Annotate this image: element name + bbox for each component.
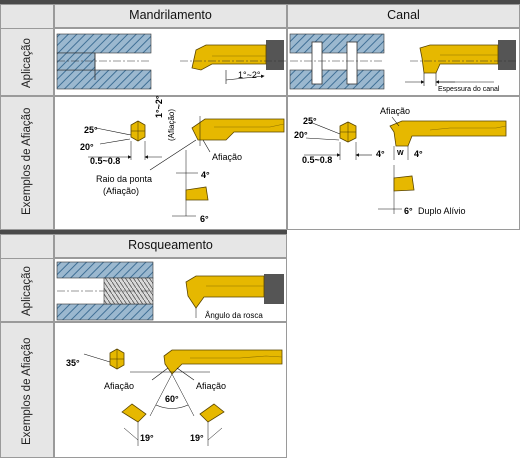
groove-title: Canal bbox=[387, 8, 420, 22]
groove-tool bbox=[419, 44, 499, 74]
thread-tool-holder bbox=[264, 274, 284, 304]
boring-a6: 6° bbox=[200, 214, 209, 224]
column-header-groove: Canal bbox=[287, 4, 520, 28]
groove-tool-holder bbox=[498, 40, 516, 70]
cell-groove-examples bbox=[287, 96, 520, 230]
groove-afiacao: Afiação bbox=[380, 106, 410, 116]
boring-examples-drawing: 25° 20° 0.5~0.8 1°~2° (Afiação) Afiação … bbox=[80, 95, 285, 224]
boring-afiacao: Afiação bbox=[212, 152, 242, 162]
groove-a20: 20° bbox=[294, 130, 308, 140]
groove-workpiece-lower bbox=[289, 69, 385, 90]
groove-relief: Duplo Alívio bbox=[418, 206, 466, 216]
boring-nose-radius: Raio da ponta bbox=[96, 174, 152, 184]
thread-side-view-left bbox=[121, 403, 147, 423]
thread-a35: 35° bbox=[66, 358, 80, 368]
groove-a4-right: 4° bbox=[414, 149, 423, 159]
groove-range: 0.5~0.8 bbox=[302, 155, 332, 165]
row-label-application-2: Aplicação bbox=[0, 258, 54, 322]
groove-side-view bbox=[393, 175, 415, 192]
thread-examples-drawing: 35° Afiação Afiação 60° 19° 19° bbox=[66, 348, 283, 446]
thread-a19-left: 19° bbox=[140, 433, 154, 443]
groove-w: W bbox=[397, 150, 404, 157]
groove-slot-1 bbox=[311, 41, 323, 85]
thread-workpiece-upper bbox=[56, 261, 154, 279]
thread-side-view-right bbox=[199, 403, 225, 423]
tool-holder bbox=[266, 40, 284, 70]
groove-tool-sharpened bbox=[389, 120, 507, 147]
thread-a60: 60° bbox=[165, 394, 179, 404]
boring-side-view bbox=[185, 186, 209, 201]
cell-boring-examples bbox=[54, 96, 287, 230]
row-label-examples-2: Exemplos de Afiação bbox=[0, 322, 54, 458]
workpiece-step bbox=[56, 52, 96, 71]
boring-application-drawing: 1°~2° bbox=[56, 33, 286, 90]
boring-tool-sharpened bbox=[191, 118, 285, 141]
thread-angle-label: Ângulo da rosca bbox=[205, 311, 263, 320]
groove-application-drawing: Espessura do canal bbox=[289, 33, 518, 93]
thread-application-drawing: Ângulo da rosca bbox=[56, 261, 284, 321]
mid-bar bbox=[0, 230, 287, 234]
top-bar bbox=[0, 0, 520, 4]
boring-top-angle: 1°~2° bbox=[154, 95, 164, 118]
boring-range: 0.5~0.8 bbox=[90, 156, 120, 166]
groove-width-label: Espessura do canal bbox=[438, 86, 500, 93]
row-label-application: Aplicação bbox=[0, 28, 54, 96]
thread-workpiece-lower bbox=[56, 303, 154, 321]
thread-afiacao-right: Afiação bbox=[196, 381, 226, 391]
boring-app-angle: 1°~2° bbox=[238, 70, 261, 80]
boring-a4: 4° bbox=[201, 170, 210, 180]
row-label-examples: Exemplos de Afiação bbox=[0, 96, 54, 230]
boring-title: Mandrilamento bbox=[129, 8, 212, 22]
groove-a4-left: 4° bbox=[376, 149, 385, 159]
workpiece-upper bbox=[56, 33, 152, 54]
column-header-thread: Rosqueamento bbox=[54, 234, 287, 258]
thread-afiacao-left: Afiação bbox=[104, 381, 134, 391]
groove-workpiece-upper bbox=[289, 33, 385, 54]
boring-top-angle-note: (Afiação) bbox=[167, 109, 176, 141]
workpiece-lower bbox=[56, 69, 152, 90]
boring-tool bbox=[191, 44, 267, 71]
boring-nose-note: (Afiação) bbox=[103, 186, 139, 196]
column-header-boring: Mandrilamento bbox=[54, 4, 287, 28]
thread-a19-right: 19° bbox=[190, 433, 204, 443]
thread-title: Rosqueamento bbox=[128, 238, 213, 252]
thread-tool-sharpened bbox=[163, 349, 283, 375]
groove-a6: 6° bbox=[404, 206, 413, 216]
boring-a20: 20° bbox=[80, 142, 94, 152]
boring-a25: 25° bbox=[84, 125, 98, 135]
groove-a25: 25° bbox=[303, 116, 317, 126]
thread-tool bbox=[185, 275, 265, 309]
groove-slot-2 bbox=[346, 41, 358, 85]
groove-examples-drawing: 25° 20° 0.5~0.8 Afiação 4° W 4° 6° Duplo… bbox=[294, 106, 507, 216]
